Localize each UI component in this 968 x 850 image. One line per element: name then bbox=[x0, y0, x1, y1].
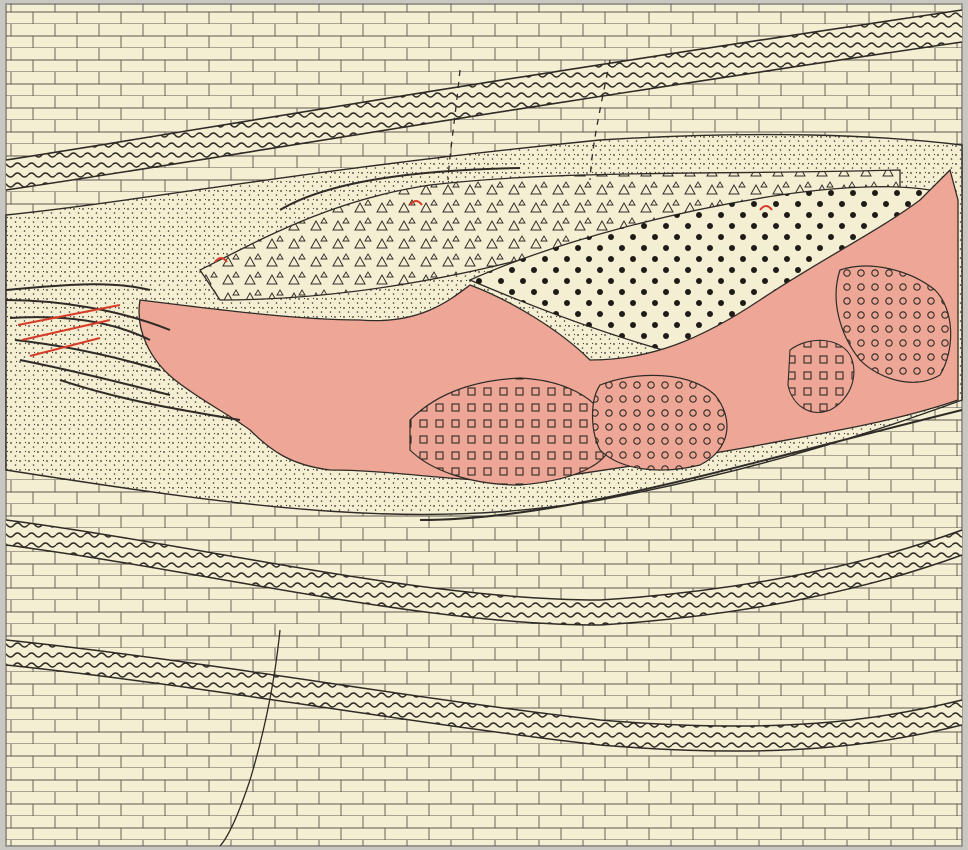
intrusion-rings-unit bbox=[593, 375, 728, 470]
